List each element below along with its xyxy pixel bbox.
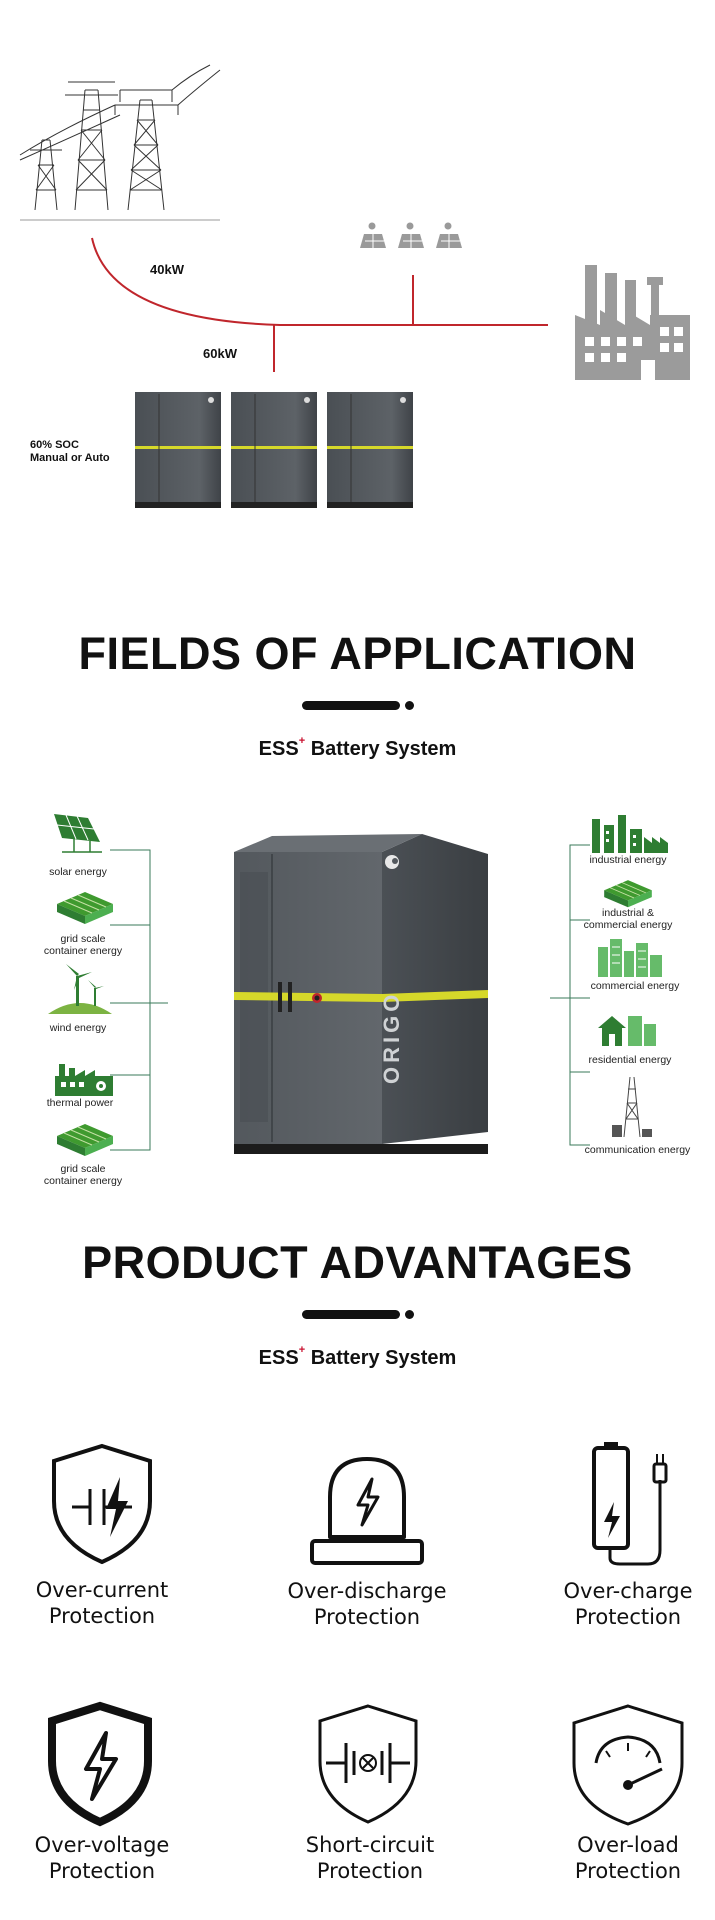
tower-icon [612,1076,652,1138]
advantage-label-2-line1: Over-discharge [287,1579,447,1603]
city-icon [598,939,662,977]
energy-diagram: 40kW 60kW [0,0,715,540]
container-icon [57,892,113,924]
wind-turbine-icon [48,964,112,1014]
advantage-label-1: Over-current Protection [0,1577,212,1629]
gauge-shield-icon [572,1704,684,1826]
power-label-60kw: 60kW [203,346,237,361]
solar-panel-icon [54,814,102,853]
right-label-2-line1: industrial & [602,907,654,919]
ess-battery-cabinet: ORIGO [234,834,488,1154]
left-label-4: thermal power [46,1097,114,1109]
left-label-2: grid scale container energy [28,933,138,957]
soc-line-1: 60% SOC [30,439,79,451]
advantage-label-4-line1: Over-voltage [34,1833,170,1857]
cabinet-brand: ORIGO [379,991,404,1084]
left-label-5-line1: grid scale [60,1163,106,1175]
right-label-2: industrial & commercial energy [568,907,688,931]
right-label-5: communication energy [584,1144,691,1156]
thermal-plant-icon [55,1064,113,1096]
left-label-5: grid scale container energy [28,1163,138,1187]
container-icon [604,880,652,908]
advantages-heading: PRODUCT ADVANTAGES [82,1237,633,1288]
subhead-rest: Battery System [305,738,457,760]
subhead-ess: ESS [258,1347,299,1369]
advantage-label-3: Over-charge Protection [518,1578,715,1630]
advantage-label-5-line2: Protection [316,1859,424,1883]
fields-subheading: ESS+ Battery System [0,735,715,761]
container-icon [57,1124,113,1156]
advantage-label-2: Over-discharge Protection [257,1578,477,1630]
advantage-label-4-line2: Protection [48,1859,156,1883]
power-line [91,237,548,372]
advantages-divider-dot [405,1310,414,1319]
lightning-shield-icon [48,1701,152,1827]
advantage-label-6-line1: Over-load [577,1833,679,1857]
solar-panel-icon [360,222,462,248]
subhead-plus: + [298,735,306,748]
advantage-label-3-line1: Over-charge [563,1579,693,1603]
right-label-4: residential energy [588,1054,672,1066]
left-label-1: solar energy [49,866,107,878]
advantage-label-1-line1: Over-current [35,1578,169,1602]
alarm-light-icon [310,1457,424,1565]
power-label-40kw: 40kW [150,262,184,277]
right-bracket [550,844,590,1146]
battery-cabinets [135,392,413,508]
left-label-2-line2: container energy [43,945,123,957]
advantage-label-5-line1: Short-circuit [305,1833,435,1857]
subhead-ess: ESS [258,738,299,760]
factory-icon [575,265,690,380]
left-label-2-line1: grid scale [60,933,106,945]
battery-charge-icon [592,1442,668,1566]
advantage-label-3-line2: Protection [574,1605,682,1629]
advantage-label-6-line2: Protection [574,1859,682,1883]
fields-divider-dot [405,701,414,710]
advantage-label-6: Over-load Protection [518,1832,715,1884]
right-label-2-line2: commercial energy [583,919,673,931]
fields-heading: FIELDS OF APPLICATION [78,628,637,679]
soc-line-2: Manual or Auto [30,452,110,464]
advantage-label-2-line2: Protection [313,1605,421,1629]
right-label-1: industrial energy [589,854,667,866]
advantages-divider-bar [302,1310,400,1319]
advantages-subheading: ESS+ Battery System [0,1344,715,1370]
soc-label: 60% SOC Manual or Auto [30,439,110,465]
advantage-label-5: Short-circuit Protection [260,1832,480,1884]
advantage-label-1-line2: Protection [48,1604,156,1628]
left-bracket [110,849,168,1151]
left-label-3: wind energy [49,1022,107,1034]
power-tower-icon [19,64,221,221]
short-circuit-shield-icon [318,1704,418,1824]
left-label-5-line2: container energy [43,1175,123,1187]
house-icon [598,1016,656,1046]
right-label-3: commercial energy [590,980,680,992]
over-current-shield-icon [52,1443,152,1565]
subhead-plus: + [298,1344,306,1357]
advantage-label-4: Over-voltage Protection [0,1832,212,1884]
industrial-icon [592,815,668,853]
fields-divider-bar [302,701,400,710]
subhead-rest: Battery System [305,1347,457,1369]
